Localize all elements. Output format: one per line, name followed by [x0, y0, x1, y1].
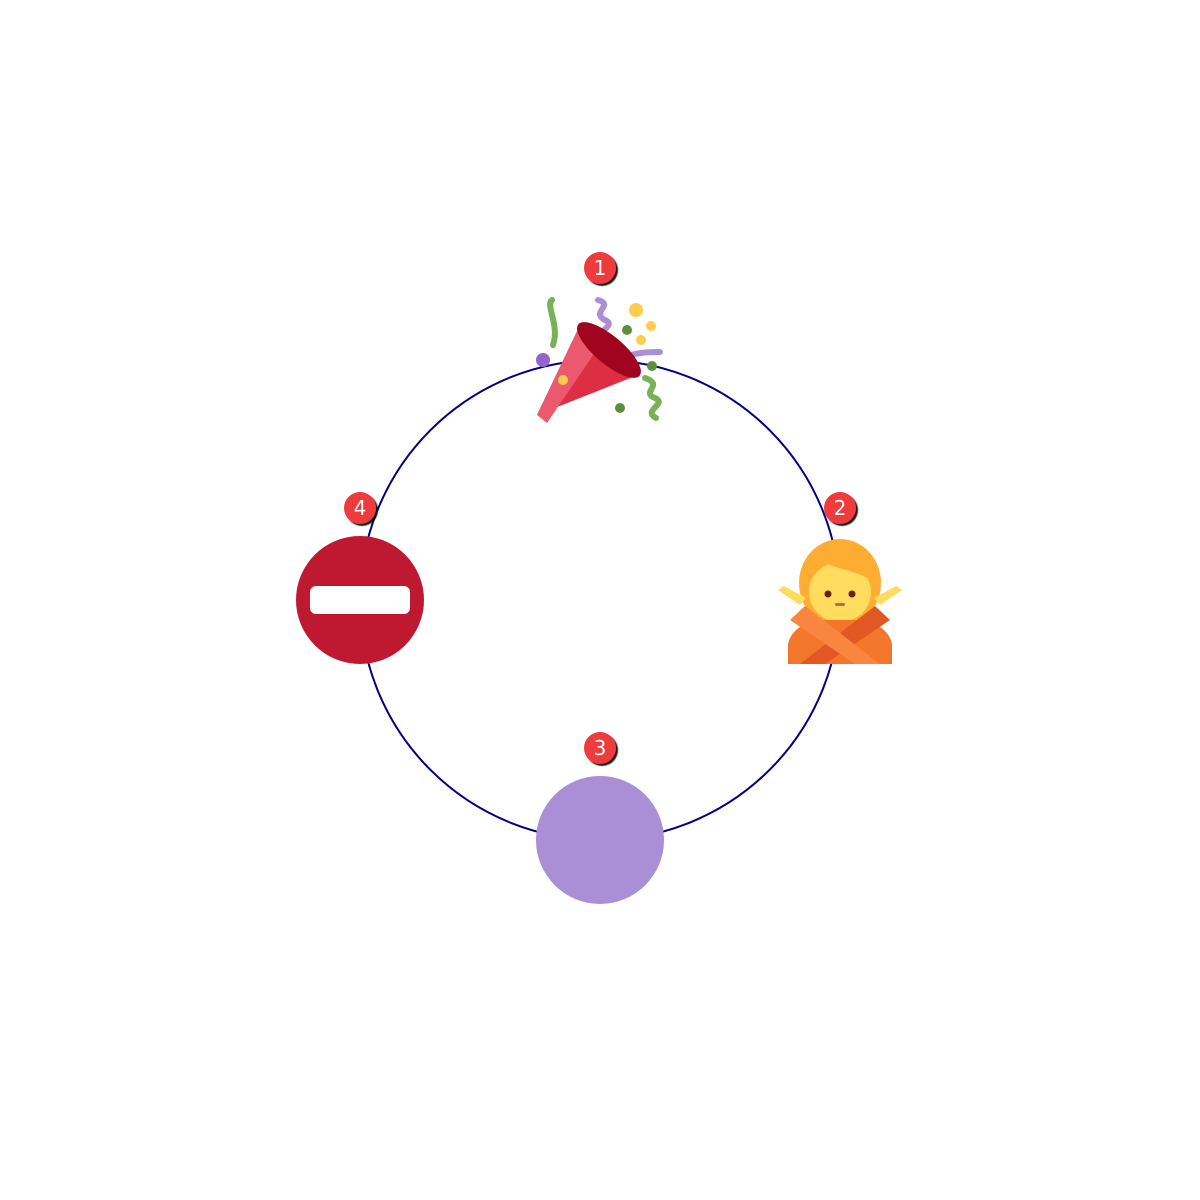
node-3-badge — [584, 732, 616, 764]
node-3-number: 3 — [594, 736, 607, 760]
node-2: 2 — [778, 492, 902, 664]
node-2-number: 2 — [834, 496, 847, 520]
node-1-badge — [584, 252, 616, 284]
node-4-number: 4 — [354, 496, 367, 520]
party-popper-icon — [536, 297, 663, 423]
node-4: 4 — [296, 492, 424, 664]
node-1-number: 1 — [594, 256, 607, 280]
person-gesturing-no-icon — [778, 539, 902, 664]
node-2-badge — [824, 492, 856, 524]
node-1: 1 — [536, 252, 663, 423]
cycle-ring — [359, 359, 841, 841]
node-3: 3 — [536, 732, 664, 904]
node-4-badge — [344, 492, 376, 524]
no-entry-icon — [296, 536, 424, 664]
purple-circle-icon — [536, 776, 664, 904]
